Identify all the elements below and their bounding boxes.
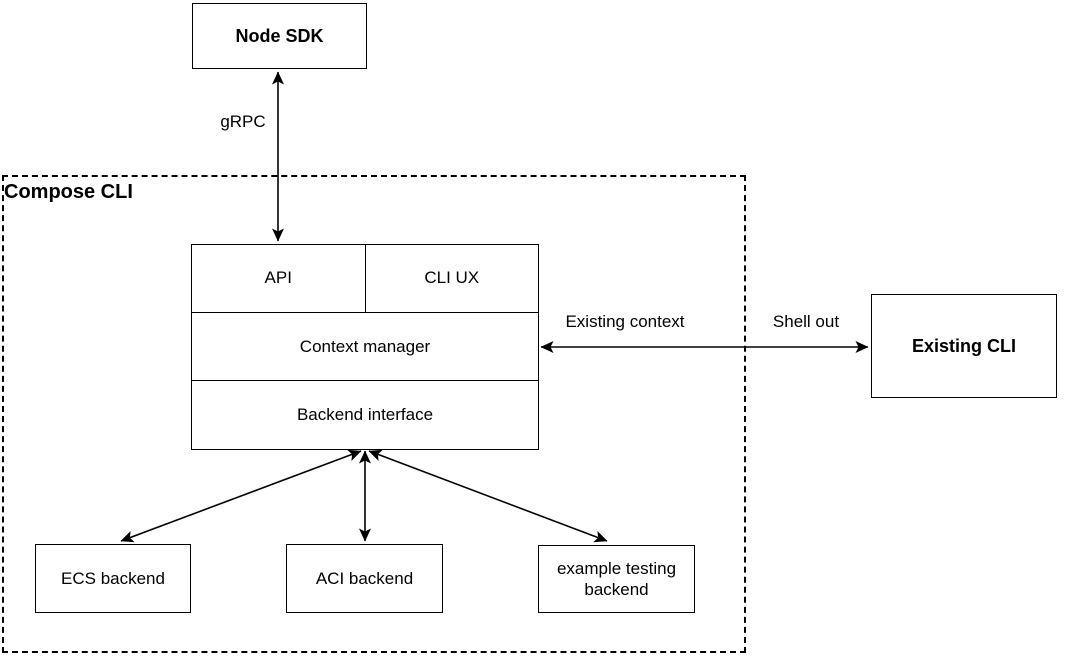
edge-example-backend-arrow [368, 449, 608, 543]
existing-cli-box: Existing CLI [871, 294, 1057, 398]
shell-out-edge-label: Shell out [772, 312, 840, 331]
existing-context-edge-label: Existing context [565, 312, 685, 331]
backend-interface-cell: Backend interface [192, 380, 538, 449]
backend-interface-label: Backend interface [296, 405, 434, 425]
grpc-edge-label: gRPC [220, 112, 266, 131]
api-label: API [264, 268, 292, 288]
compose-cli-label: Compose CLI [4, 181, 133, 203]
core-stack-top-row: API CLI UX [192, 245, 538, 312]
node-sdk-label: Node SDK [235, 25, 324, 46]
context-manager-label: Context manager [299, 336, 431, 356]
aci-backend-label: ACI backend [315, 568, 414, 588]
core-stack-box: API CLI UX Context manager Backend inter… [191, 244, 539, 450]
api-cell: API [192, 245, 366, 312]
ecs-backend-label: ECS backend [61, 568, 165, 588]
cli-ux-cell: CLI UX [366, 245, 539, 312]
context-manager-cell: Context manager [192, 311, 538, 381]
node-sdk-box: Node SDK [192, 3, 367, 69]
example-testing-backend-box: example testing backend [538, 545, 695, 613]
cli-ux-label: CLI UX [424, 268, 480, 288]
edge-ecs-backend-arrow [120, 449, 362, 543]
existing-cli-label: Existing CLI [911, 335, 1016, 356]
example-testing-backend-label: example testing backend [556, 558, 677, 599]
ecs-backend-box: ECS backend [35, 544, 191, 613]
compose-cli-container [2, 175, 746, 653]
aci-backend-box: ACI backend [286, 544, 443, 613]
